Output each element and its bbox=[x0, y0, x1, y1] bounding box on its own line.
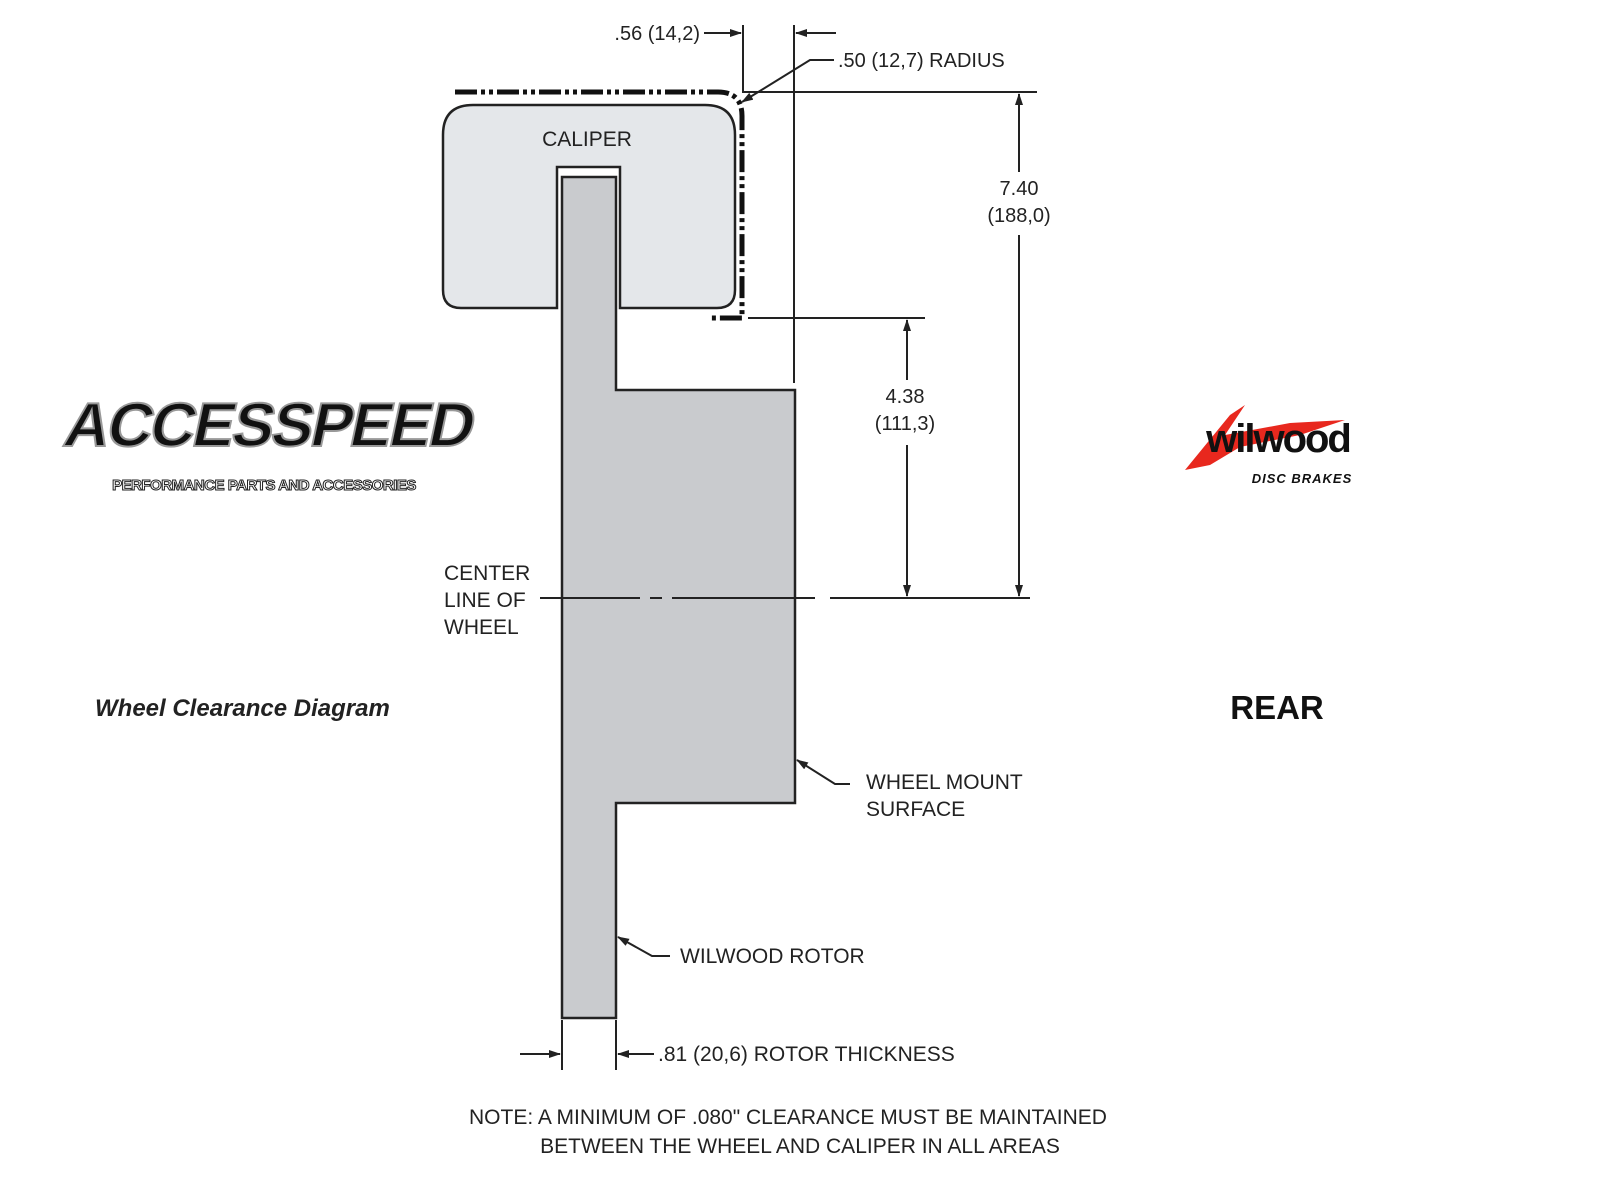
overall-height-in: 7.40 bbox=[1000, 178, 1039, 200]
center-line-label: WHEEL bbox=[444, 616, 519, 639]
caliper-body bbox=[441, 103, 737, 310]
radius-leader-arrow bbox=[741, 59, 834, 103]
wheel-mount-label: WHEEL MOUNT bbox=[866, 771, 1023, 794]
note-line: BETWEEN THE WHEEL AND CALIPER IN ALL ARE… bbox=[540, 1135, 1060, 1158]
radius-dimension: .50 (12,7) RADIUS bbox=[838, 50, 1005, 72]
rotor-thickness-label: .81 (20,6) ROTOR THICKNESS bbox=[658, 1043, 955, 1066]
clearance-envelope bbox=[455, 89, 745, 321]
accesspeed-logo-wordmark: ACCESSPEED bbox=[59, 391, 481, 460]
caliper-label: CALIPER bbox=[542, 128, 632, 151]
wilwood-logo-tagline: DISC BRAKES bbox=[1252, 471, 1353, 486]
rotor-leader-arrow bbox=[617, 936, 670, 957]
center-line-label: CENTER bbox=[444, 562, 530, 585]
wheel-mount-label: SURFACE bbox=[866, 798, 965, 821]
offset-dimension: .56 (14,2) bbox=[614, 23, 700, 45]
accesspeed-logo: ACCESSPEED PERFORMANCE PARTS AND ACCESSO… bbox=[58, 390, 482, 495]
note-line: NOTE: A MINIMUM OF .080" CLEARANCE MUST … bbox=[469, 1106, 1107, 1129]
wilwood-logo-wordmark: wilwood bbox=[1205, 417, 1350, 461]
position-label: REAR bbox=[1230, 689, 1324, 726]
wilwood-logo-swoosh bbox=[1185, 405, 1345, 470]
accesspeed-logo-tagline: PERFORMANCE PARTS AND ACCESSORIES bbox=[112, 477, 416, 494]
diagram-title: Wheel Clearance Diagram bbox=[95, 695, 390, 722]
wilwood-logo: wilwood DISC BRAKES bbox=[1185, 405, 1352, 486]
mount-height-mm: (111,3) bbox=[875, 413, 935, 435]
center-line-label: LINE OF bbox=[444, 589, 526, 612]
mount-height-in: 4.38 bbox=[886, 386, 925, 408]
rotor-label: WILWOOD ROTOR bbox=[680, 945, 865, 968]
wheel-mount-leader-arrow bbox=[796, 759, 850, 785]
overall-height-mm: (188,0) bbox=[987, 205, 1050, 227]
